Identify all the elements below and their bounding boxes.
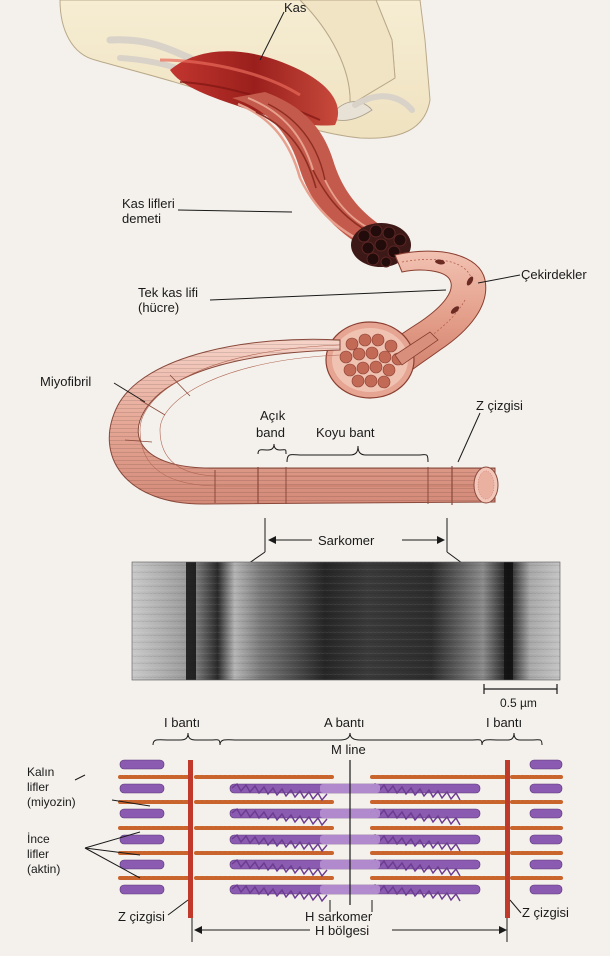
i-bant-right-bracket	[482, 733, 542, 745]
label-h-bolgesi: H bölgesi	[315, 923, 369, 938]
koyu-bant-bracket	[287, 446, 428, 462]
z-disc-left	[188, 760, 193, 918]
scale-bar	[484, 684, 557, 694]
label-m-line: M line	[331, 742, 366, 757]
label-kas-lifleri-2: demeti	[122, 211, 161, 226]
label-tek-kas-lifi: Tek kas lifi	[138, 285, 198, 300]
label-kas: Kas	[284, 0, 307, 15]
myofibril	[109, 339, 498, 505]
label-ince-2: lifler	[27, 847, 49, 861]
arm-illustration	[60, 0, 430, 138]
label-cekirdekler: Çekirdekler	[521, 267, 587, 282]
label-acik-band: Açık	[260, 408, 286, 423]
label-h-sarkomer: H sarkomer	[305, 909, 373, 924]
label-a-bant: A bantı	[324, 715, 364, 730]
label-z-cizgisi-top: Z çizgisi	[476, 398, 523, 413]
label-miyofibril: Miyofibril	[40, 374, 91, 389]
label-ince-3: (aktin)	[27, 862, 60, 876]
label-koyu-bant: Koyu bant	[316, 425, 375, 440]
z-disc-right	[505, 760, 510, 918]
label-kalin: Kalın	[27, 765, 54, 779]
label-i-bant-right: I bantı	[486, 715, 522, 730]
label-z-cizgisi-left: Z çizgisi	[118, 909, 165, 924]
label-kalin-3: (miyozin)	[27, 795, 76, 809]
label-i-bant-left: I bantı	[164, 715, 200, 730]
acik-band-bracket	[258, 444, 286, 454]
label-scale-bar: 0.5 µm	[500, 696, 537, 710]
label-acik-band-2: band	[256, 425, 285, 440]
electron-micrograph	[132, 562, 560, 680]
label-kas-lifleri: Kas lifleri	[122, 196, 175, 211]
label-tek-kas-lifi-2: (hücre)	[138, 300, 179, 315]
label-sarkomer: Sarkomer	[318, 533, 375, 548]
i-bant-left-bracket	[153, 733, 220, 745]
label-z-cizgisi-right: Z çizgisi	[522, 905, 569, 920]
label-ince: İnce	[27, 832, 50, 846]
label-kalin-2: lifler	[27, 780, 49, 794]
